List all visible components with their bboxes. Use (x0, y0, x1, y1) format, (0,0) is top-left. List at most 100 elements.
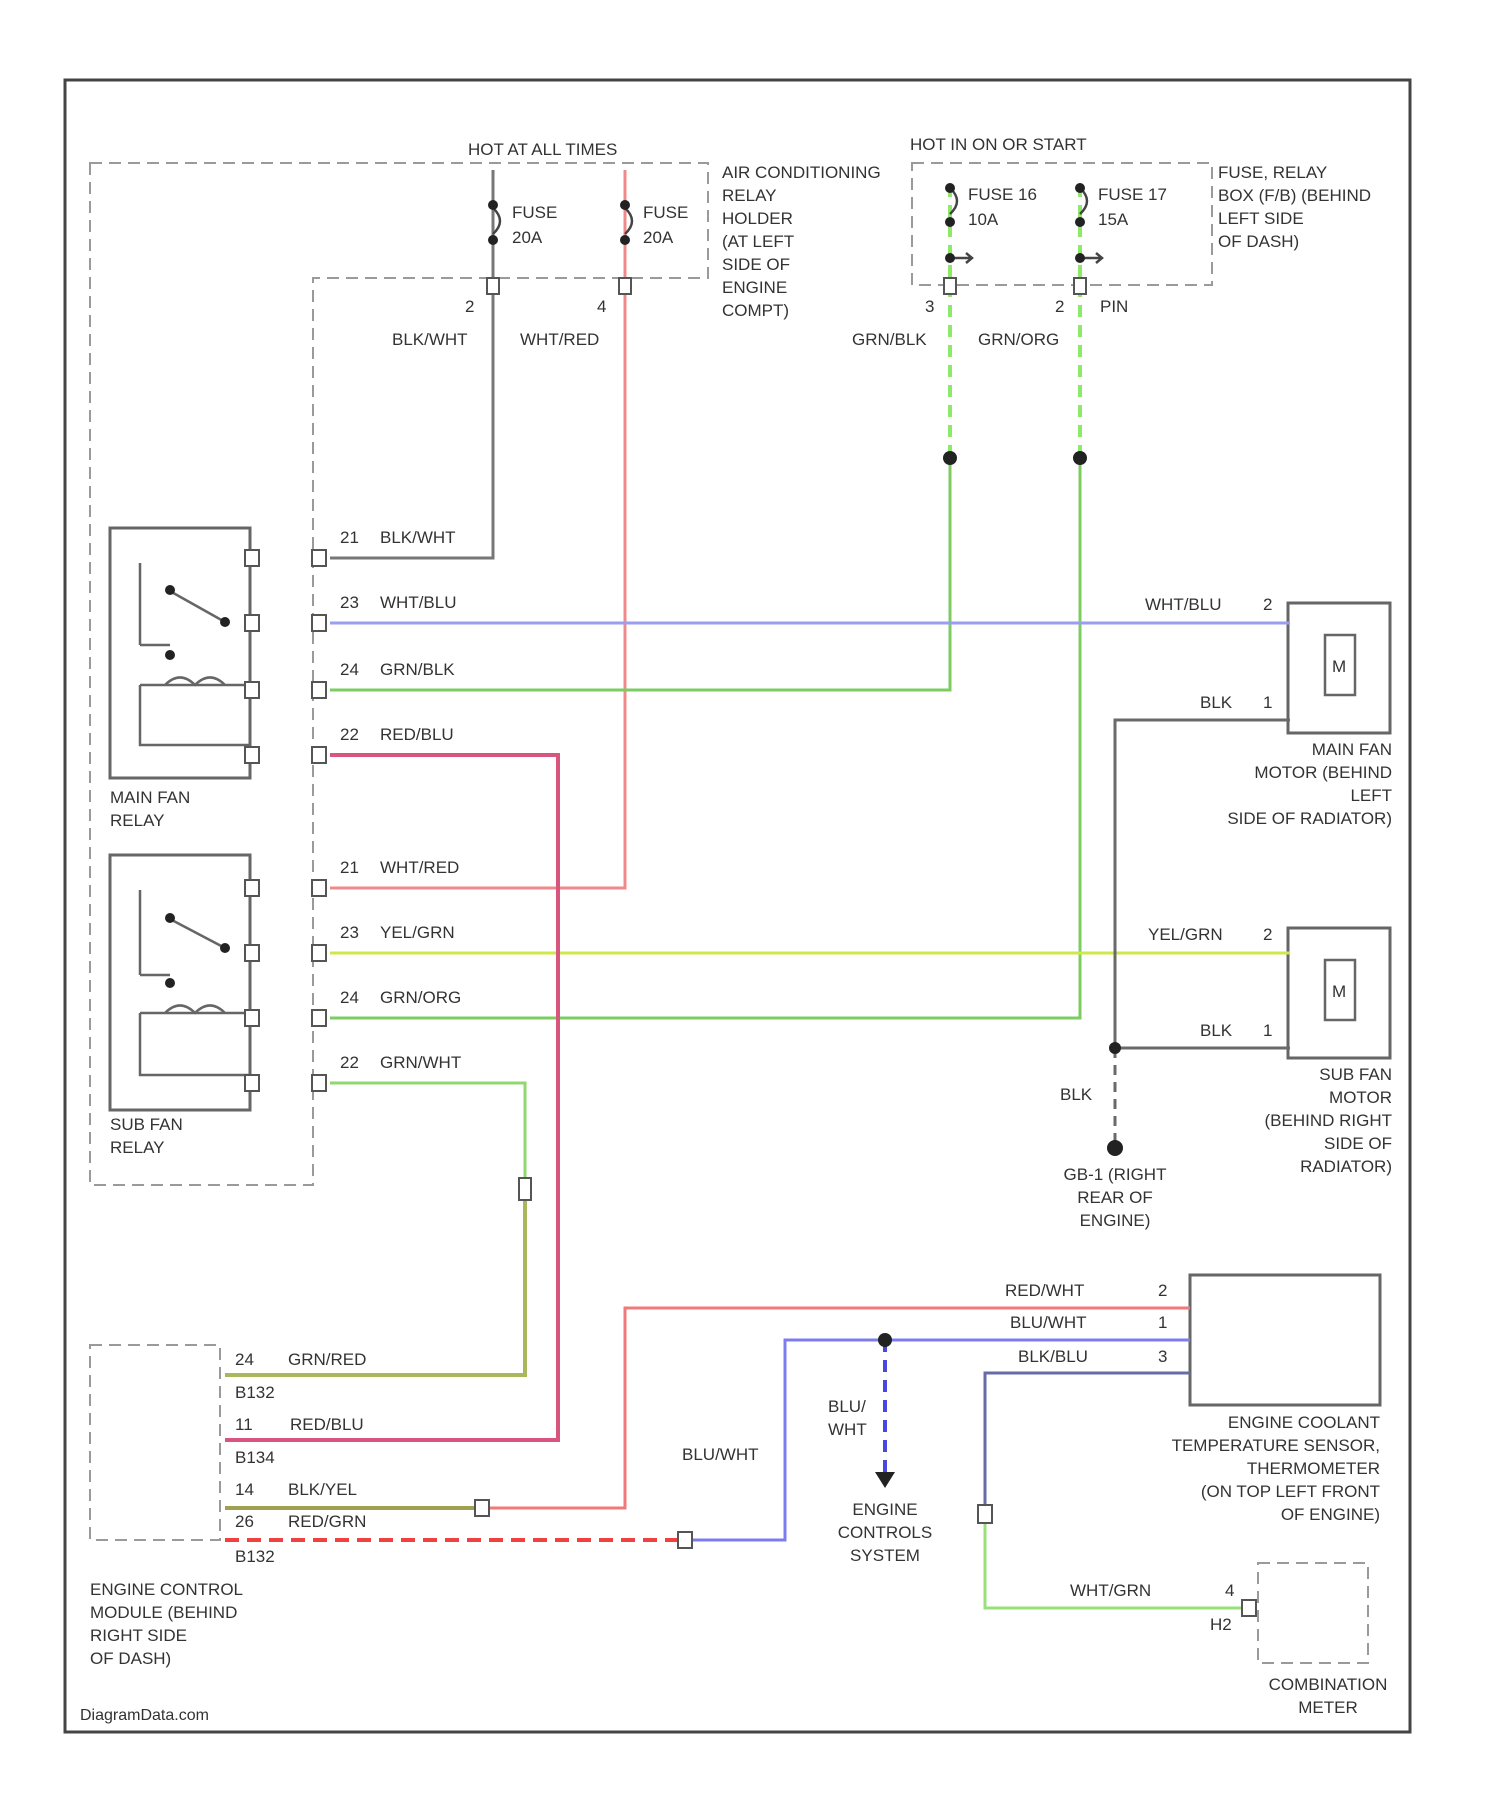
ecm-wire-11: RED/BLU (290, 1415, 364, 1434)
fuse-17-dot-mid (1075, 217, 1085, 227)
ecm-conn-b132-a: B132 (235, 1383, 275, 1402)
sub-relay-contact-c (165, 978, 175, 988)
label-line: SYSTEM (850, 1546, 920, 1565)
main-relay-wire-24: GRN/BLK (380, 660, 455, 679)
sensor-pin-2: 2 (1158, 1281, 1167, 1300)
sub-relay-pin-24: 24 (340, 988, 359, 1007)
ecm-pin-26: 26 (235, 1512, 254, 1531)
splice-blu-wht (878, 1333, 892, 1347)
relay-terminal-outer (312, 682, 326, 698)
sub-relay-wire-22: GRN/WHT (380, 1053, 461, 1072)
ecm-wire-14: BLK/YEL (288, 1480, 357, 1499)
main-fan-relay-switch (140, 563, 250, 745)
pin-relay-holder-4: 4 (597, 297, 606, 316)
pin-fb-pin: PIN (1100, 297, 1128, 316)
relay-terminal-inner (245, 747, 259, 763)
connector-grn-wht (519, 1178, 531, 1200)
label-sub-fan-relay: SUB FAN RELAY (110, 1115, 183, 1157)
sub-motor-wire-2: YEL/GRN (1148, 925, 1223, 944)
connector-blk-yel (475, 1500, 489, 1516)
label-line: THERMOMETER (1247, 1459, 1380, 1478)
label-line: ENGINE CONTROL (90, 1580, 243, 1599)
sub-motor-pin-1: 1 (1263, 1021, 1272, 1040)
relay-terminal-outer (312, 880, 326, 896)
relay-terminals (245, 550, 326, 1091)
fuse-16-name: FUSE 16 (968, 185, 1037, 204)
fuse-17-name: FUSE 17 (1098, 185, 1167, 204)
sub-fan-relay-switch (140, 890, 250, 1075)
sub-motor-wire-1: BLK (1200, 1021, 1233, 1040)
fuse-a-name: FUSE (512, 203, 557, 222)
wire-grn-blk (330, 458, 950, 690)
term-relay-holder-4 (619, 278, 631, 294)
label-line: COMPT) (722, 301, 789, 320)
label-line: MOTOR (BEHIND (1254, 763, 1392, 782)
relay-terminal-outer (312, 615, 326, 631)
label-engine-controls: ENGINE CONTROLS SYSTEM (838, 1500, 932, 1565)
label-line: ENGINE (852, 1500, 917, 1519)
label-line: GB-1 (RIGHT (1064, 1165, 1167, 1184)
label-line: MAIN FAN (110, 788, 190, 807)
main-motor-wire-2: WHT/BLU (1145, 595, 1222, 614)
wire-blk-wht (330, 170, 493, 558)
fuse-b-dot-top (620, 200, 630, 210)
label-line: METER (1298, 1698, 1358, 1717)
watermark: DiagramData.com (80, 1707, 209, 1724)
fuse-16-dot-low (945, 253, 955, 263)
ecm-pin-14: 14 (235, 1480, 254, 1499)
connector-blk-blu (978, 1505, 992, 1523)
label-line: (AT LEFT (722, 232, 794, 251)
pin-fb-3: 3 (925, 297, 934, 316)
ecm-pin-24: 24 (235, 1350, 254, 1369)
ecm-wire-26: RED/GRN (288, 1512, 366, 1531)
connector-meter (1242, 1600, 1256, 1616)
relay-terminal-outer (312, 747, 326, 763)
main-relay-wire-23: WHT/BLU (380, 593, 457, 612)
label-line: MAIN FAN (1312, 740, 1392, 759)
splice-grn-org (1073, 451, 1087, 465)
term-fb-3 (944, 278, 956, 294)
wire-label-blk-wht: BLK/WHT (392, 330, 468, 349)
hot-in-on-or-start-label: HOT IN ON OR START (910, 135, 1087, 154)
label-sub-fan-motor: SUB FANMOTOR(BEHIND RIGHTSIDE OFRADIATOR… (1265, 1065, 1393, 1176)
label-ground-gb1: GB-1 (RIGHTREAR OFENGINE) (1064, 1165, 1167, 1230)
splice-blk-ground (1109, 1042, 1121, 1054)
label-line: SIDE OF (1324, 1134, 1392, 1153)
sensor-wire-2: RED/WHT (1005, 1281, 1084, 1300)
label-line: FUSE, RELAY (1218, 163, 1327, 182)
relay-terminal-outer (312, 1010, 326, 1026)
label-line: TEMPERATURE SENSOR, (1172, 1436, 1380, 1455)
label-line: SIDE OF RADIATOR) (1227, 809, 1392, 828)
ground-point-gb1 (1107, 1140, 1123, 1156)
fuse-b-name: FUSE (643, 203, 688, 222)
label-line: RELAY (110, 1138, 165, 1157)
fuse-17-rating: 15A (1098, 210, 1129, 229)
ecm-conn-b134: B134 (235, 1448, 275, 1467)
label-line: (ON TOP LEFT FRONT (1201, 1482, 1380, 1501)
label-line: RADIATOR) (1300, 1157, 1392, 1176)
combination-meter-outline (1258, 1563, 1368, 1663)
relay-terminal-outer (312, 945, 326, 961)
label-line: RELAY (110, 811, 165, 830)
main-relay-pin-21: 21 (340, 528, 359, 547)
main-fan-relay-box (110, 528, 250, 778)
relay-terminal-inner (245, 1075, 259, 1091)
main-relay-wire-21: BLK/WHT (380, 528, 456, 547)
fuse-b-dot-bottom (620, 235, 630, 245)
main-relay-contact-a (165, 585, 175, 595)
label-line: SUB FAN (110, 1115, 183, 1134)
fuse-a-dot-bottom (488, 235, 498, 245)
term-fb-2 (1074, 278, 1086, 294)
sub-relay-contact-a (165, 913, 175, 923)
sub-relay-contact-b (220, 943, 230, 953)
wire-label-wht-red: WHT/RED (520, 330, 599, 349)
label-main-fan-relay: MAIN FAN RELAY (110, 788, 190, 830)
sub-fan-motor-symbol: M (1332, 982, 1346, 1001)
label-line: MODULE (BEHIND (90, 1603, 237, 1622)
label-line: SIDE OF (722, 255, 790, 274)
label-line: HOLDER (722, 209, 793, 228)
label-line: CONTROLS (838, 1523, 932, 1542)
